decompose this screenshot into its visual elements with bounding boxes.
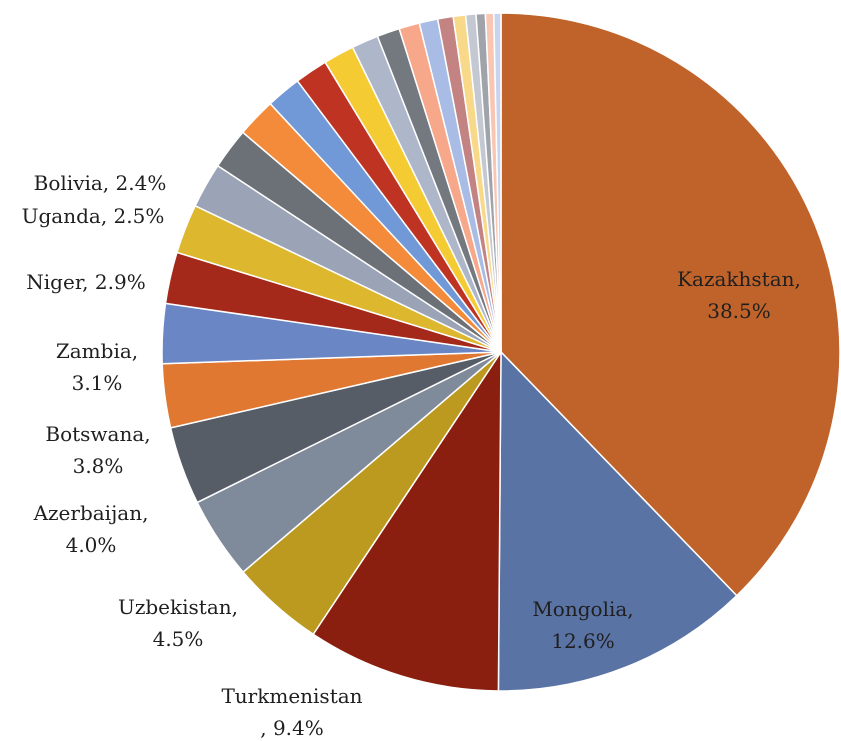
data-label-line: 3.1% — [72, 371, 123, 395]
data-label-line: Turkmenistan — [221, 684, 362, 708]
pie-slice-mongolia — [497, 350, 738, 692]
data-label-turkmenistan: Turkmenistan , 9.4% — [221, 684, 362, 740]
data-label-line: 38.5% — [707, 299, 771, 323]
pie-slice-kazakhstan — [500, 12, 841, 597]
data-label-azerbaijan: Azerbaijan, 4.0% — [33, 501, 149, 557]
data-label-line: Kazakhstan, — [677, 267, 801, 291]
data-label-line: Bolivia, 2.4% — [34, 171, 167, 195]
pie-slice-turkmenistan — [312, 349, 502, 692]
pie-slices — [161, 12, 841, 692]
data-label-line: Niger, 2.9% — [26, 270, 145, 294]
data-label-line: Azerbaijan, — [33, 501, 149, 525]
data-label-uzbekistan: Uzbekistan, 4.5% — [118, 595, 238, 651]
data-label-mongolia: Mongolia, 12.6% — [532, 597, 633, 653]
data-label-niger: Niger, 2.9% — [26, 270, 145, 294]
data-label-line: Mongolia, — [532, 597, 633, 621]
data-label-line: , 9.4% — [260, 716, 324, 740]
data-label-kazakhstan: Kazakhstan, 38.5% — [677, 267, 801, 323]
data-label-line: 3.8% — [73, 454, 124, 478]
data-label-line: Botswana, — [45, 422, 150, 446]
data-label-line: 12.6% — [551, 629, 615, 653]
data-label-line: 4.5% — [153, 627, 204, 651]
data-label-line: Uzbekistan, — [118, 595, 238, 619]
data-label-line: 4.0% — [66, 533, 117, 557]
data-label-line: Uganda, 2.5% — [22, 204, 165, 228]
data-label-botswana: Botswana, 3.8% — [45, 422, 150, 478]
data-label-zambia: Zambia, 3.1% — [56, 339, 138, 395]
data-label-bolivia: Bolivia, 2.4% — [34, 171, 167, 195]
pie-data-labels: Kazakhstan, 38.5% Mongolia, 12.6% Turkmenist… — [22, 171, 801, 740]
data-label-line: Zambia, — [56, 339, 138, 363]
pie-slice-25 — [492, 12, 502, 353]
data-label-uganda: Uganda, 2.5% — [22, 204, 165, 228]
